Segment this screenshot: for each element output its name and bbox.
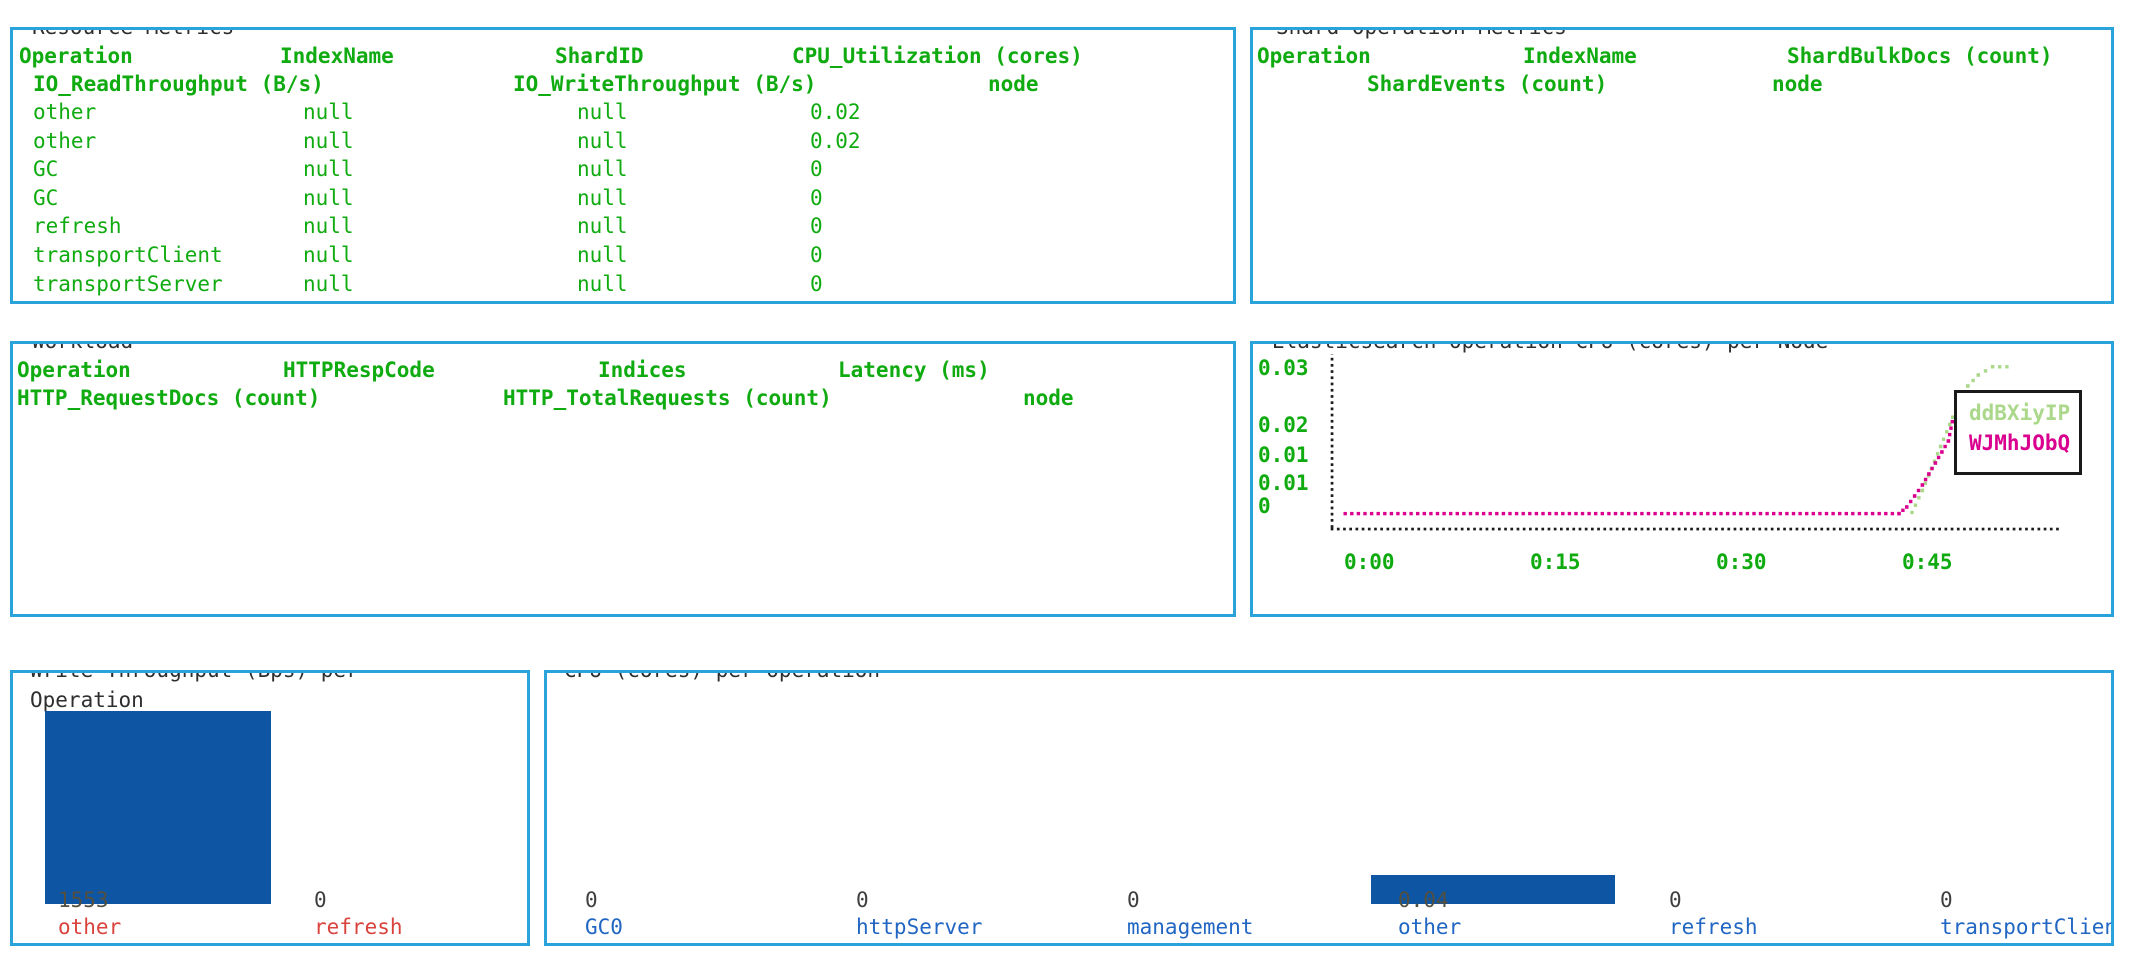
col-header-shardbulkdocs: ShardBulkDocs (count) [1787,44,2053,68]
category-label: httpServer [856,915,983,939]
bar-value: 0 [856,888,869,912]
y-tick-label: 0.01 [1258,471,1309,495]
x-tick-label: 0:45 [1902,550,1953,574]
table-cell: null [577,129,628,153]
panel-resource-metrics: Resource Metrics Operation IndexName Sha… [10,27,1236,304]
panel-title-line2: Operation [30,688,144,712]
table-cell: 0.02 [810,100,861,124]
col-header-operation: Operation [1257,44,1371,68]
table-cell: null [577,186,628,210]
bar-other [45,711,271,904]
legend-entry-ddbxiyip: ddBXiyIP [1969,401,2071,425]
col-header-node: node [988,72,1039,96]
x-tick-label: 0:15 [1530,550,1581,574]
chart-legend: ddBXiyIP WJMhJObQ [1954,390,2082,475]
table-cell: null [303,243,354,267]
table-cell: null [577,100,628,124]
table-cell: null [577,272,628,296]
panel-title: Elasticsearch Operation CPU (cores) per … [1267,344,1834,354]
panel-es-operation-cpu-chart: Elasticsearch Operation CPU (cores) per … [1250,341,2114,617]
bar-value: 0 [1669,888,1682,912]
panel-title: Workload [27,344,139,354]
table-cell: 0 [810,243,823,267]
y-tick-label: 0.03 [1258,356,1309,380]
table-cell: GC [33,157,59,181]
category-label: transportClien [1940,915,2114,939]
table-cell: transportServer [33,272,223,296]
panel-shard-operation-metrics: Shard Operation Metrics Operation IndexN… [1250,27,2114,304]
panel-title: Resource Metrics [27,30,240,40]
category-label: refresh [314,915,403,939]
category-label: other [1398,915,1462,939]
category-label: other [58,915,122,939]
panel-workload: Workload Operation HTTPRespCode Indices … [10,341,1236,617]
table-cell: 0.02 [810,129,861,153]
col-header-http-requestdocs: HTTP_RequestDocs (count) [17,386,321,410]
bar-value: 0.04 [1398,888,1449,912]
col-header-httprespcode: HTTPRespCode [283,358,435,382]
table-cell: 0 [810,157,823,181]
category-label: refresh [1669,915,1758,939]
y-tick-label: 0 [1258,494,1271,518]
table-cell: null [303,129,354,153]
category-label: management [1127,915,1254,939]
table-cell: 0 [810,272,823,296]
col-header-indexname: IndexName [1523,44,1637,68]
table-cell: 0 [810,214,823,238]
col-header-indices: Indices [598,358,687,382]
bar-other [1371,875,1615,904]
panel-write-throughput-chart: Write Throughput (Bps) per Operation 155… [10,670,530,946]
table-cell: other [33,129,97,153]
table-cell: null [303,272,354,296]
bar-value: 0 [1127,888,1140,912]
category-label: GC0 [585,915,623,939]
table-cell: null [303,100,354,124]
table-cell: null [303,157,354,181]
x-tick-label: 0:30 [1716,550,1767,574]
table-cell: GC [33,186,59,210]
col-header-io-read: IO_ReadThroughput (B/s) [33,72,324,96]
line-chart [1330,351,2059,531]
col-header-latency: Latency (ms) [838,358,990,382]
col-header-node: node [1772,72,1823,96]
table-cell: null [303,214,354,238]
table-cell: null [303,186,354,210]
bar-value: 0 [585,888,598,912]
col-header-http-totalrequests: HTTP_TotalRequests (count) [503,386,832,410]
bar-value: 0 [314,888,327,912]
legend-entry-wjmhjobq: WJMhJObQ [1969,431,2071,455]
panel-title: Shard Operation Metrics [1271,30,1572,40]
y-tick-label: 0.01 [1258,443,1309,467]
col-header-node: node [1023,386,1074,410]
table-cell: other [33,100,97,124]
table-cell: null [577,157,628,181]
table-cell: null [577,214,628,238]
col-header-shardevents: ShardEvents (count) [1367,72,1608,96]
y-tick-label: 0.02 [1258,413,1309,437]
col-header-io-write: IO_WriteThroughput (B/s) [513,72,817,96]
panel-title: CPU (cores) per Operation [559,673,886,683]
bar-value: 0 [1940,888,1953,912]
col-header-operation: Operation [17,358,131,382]
x-tick-label: 0:00 [1344,550,1395,574]
table-cell: refresh [33,214,122,238]
col-header-shardid: ShardID [555,44,644,68]
table-cell: 0 [810,186,823,210]
panel-cpu-per-operation-chart: CPU (cores) per Operation 0 GC0 0 httpSe… [544,670,2114,946]
panel-title-line1: Write Throughput (Bps) per [25,673,364,683]
bar-value: 1553 [58,888,109,912]
table-cell: transportClient [33,243,223,267]
col-header-cpu-utilization: CPU_Utilization (cores) [792,44,1083,68]
col-header-indexname: IndexName [280,44,394,68]
table-cell: null [577,243,628,267]
col-header-operation: Operation [19,44,133,68]
